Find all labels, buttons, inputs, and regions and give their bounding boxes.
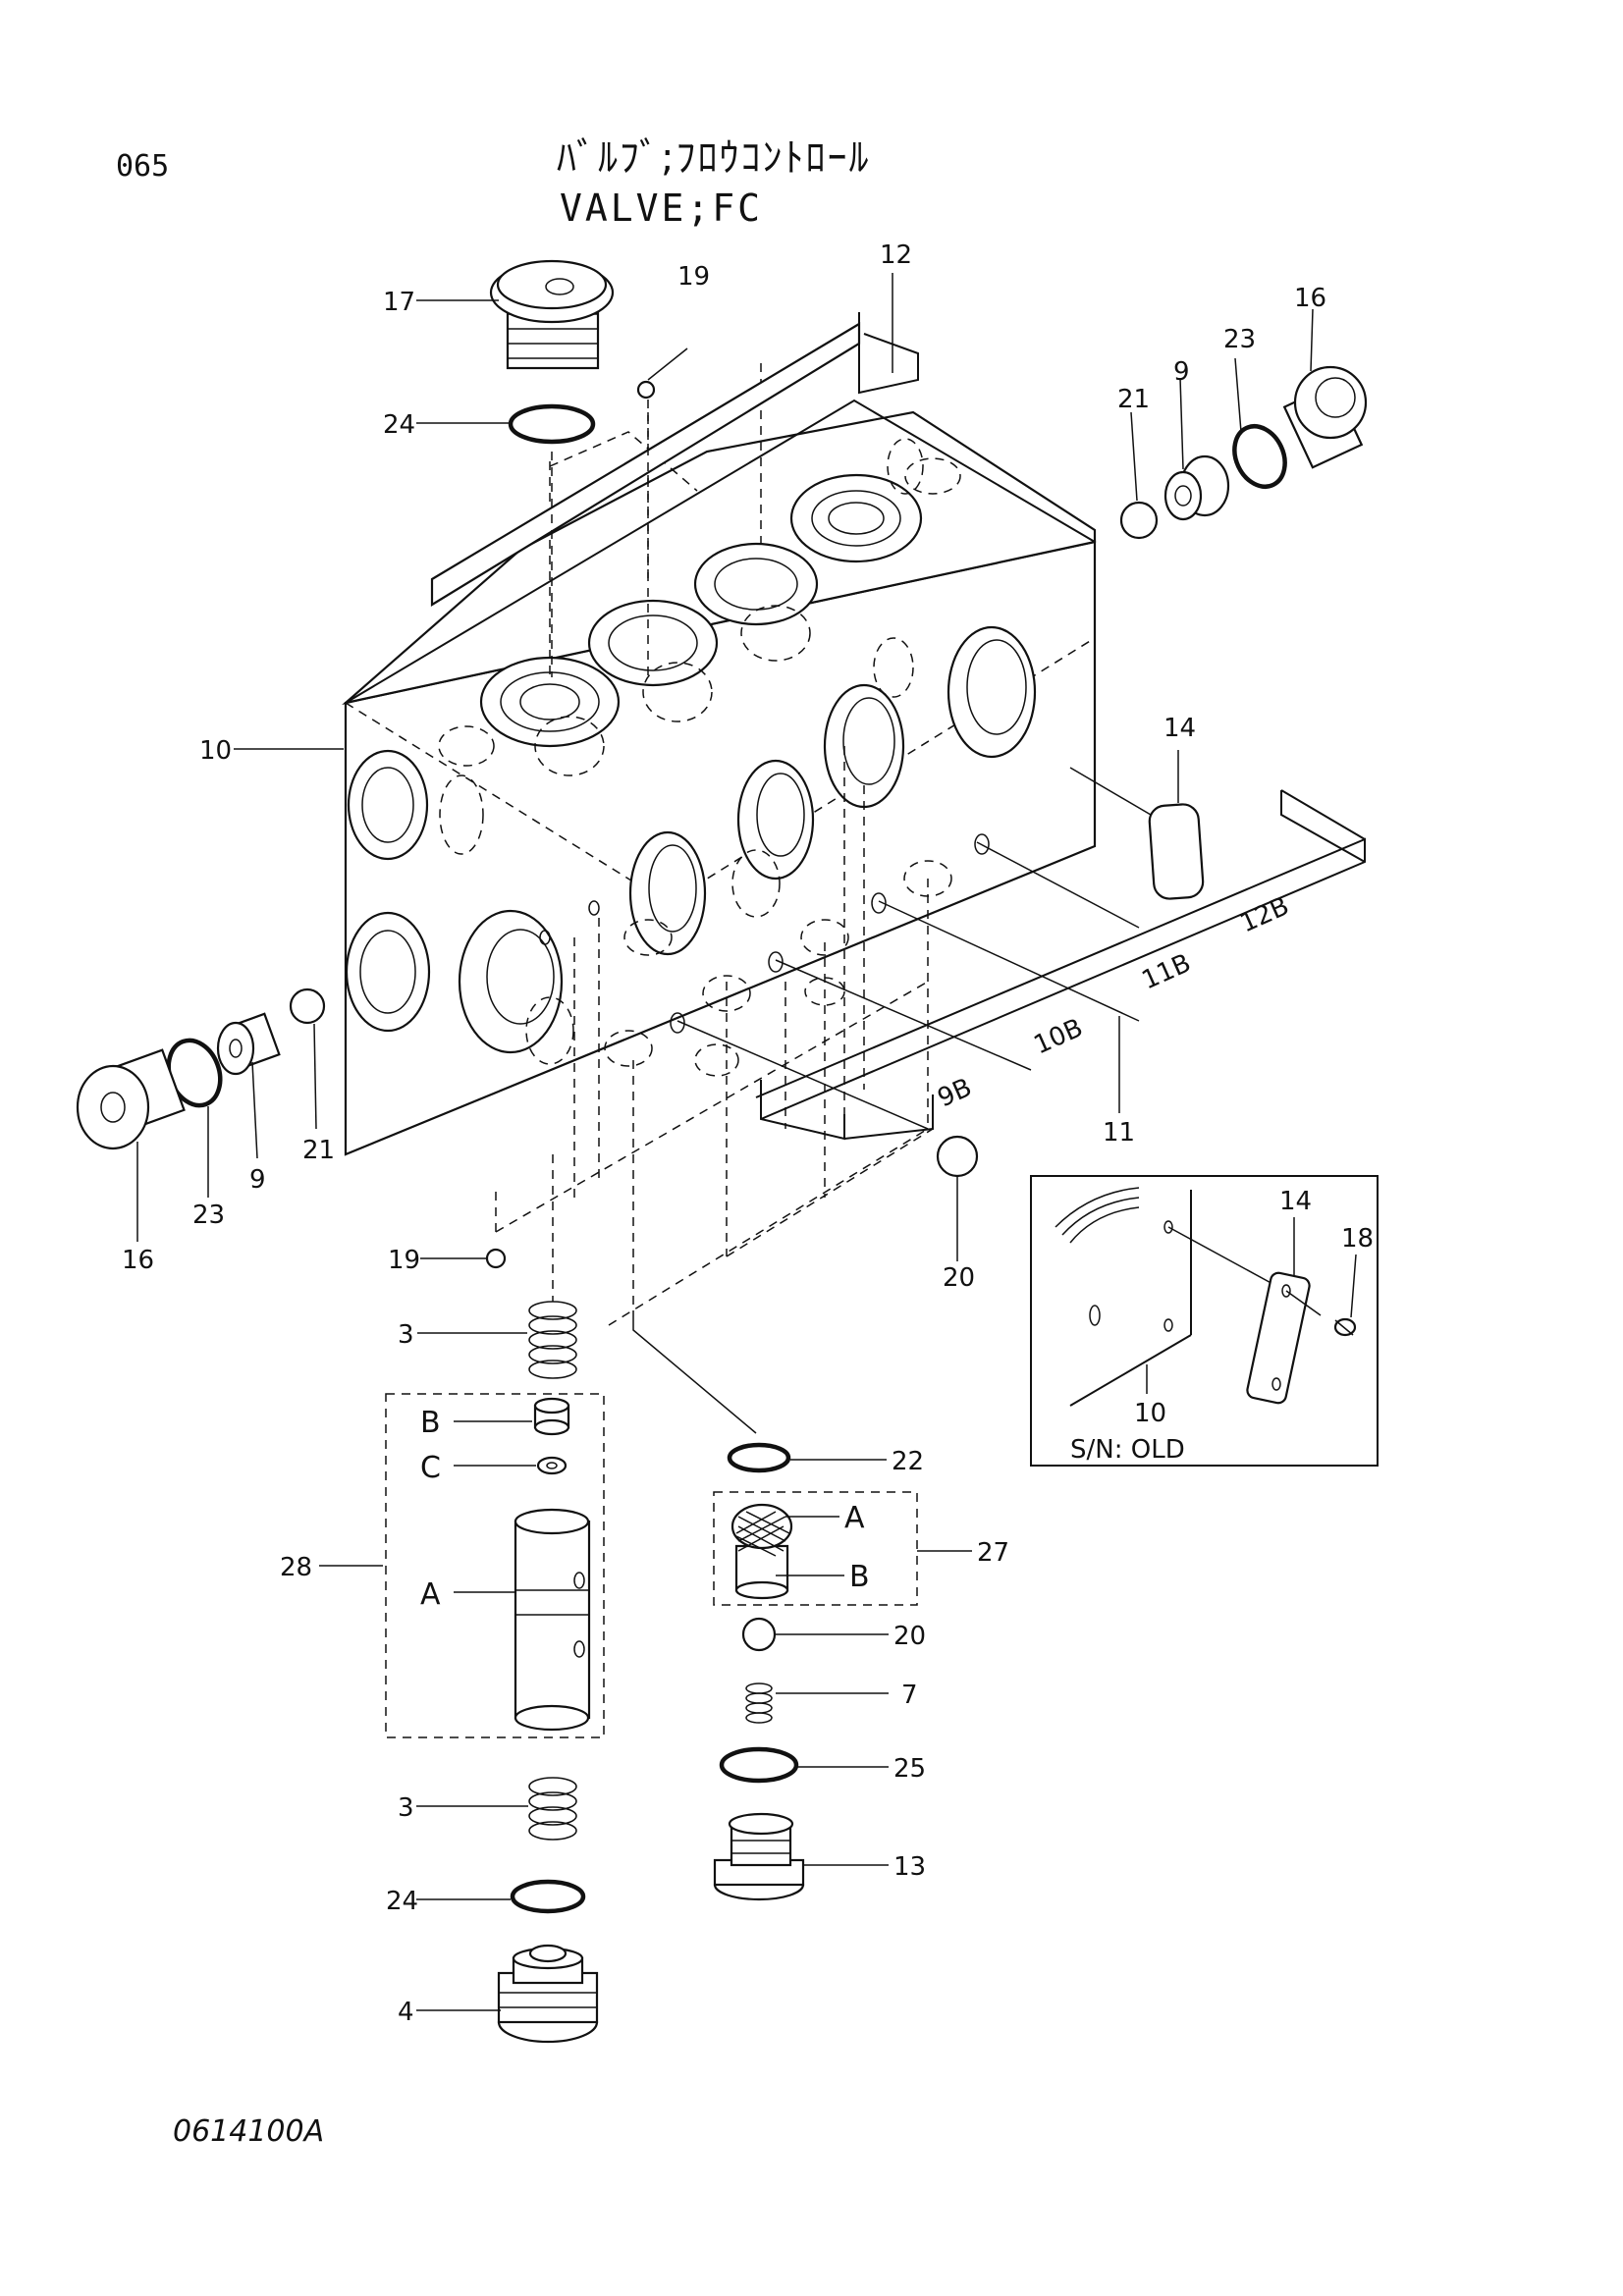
callout-28-b: B [420, 1406, 441, 1440]
callout-3-top: 3 [398, 1320, 414, 1350]
part-28-c [536, 1456, 568, 1475]
callout-23-right: 23 [1223, 325, 1256, 354]
callout-9-right: 9 [1173, 357, 1190, 387]
callout-13: 13 [893, 1852, 926, 1882]
ball-20-low [741, 1617, 777, 1652]
drawing-number: 0614100A [173, 2114, 325, 2149]
spring-3-bottom [528, 1777, 577, 1841]
inset-caption: S/N: OLD [1070, 1435, 1185, 1465]
plug-9-right [1163, 454, 1230, 521]
callout-19-top: 19 [677, 262, 710, 292]
ball-19-top [636, 380, 656, 400]
strainer-27 [730, 1503, 793, 1600]
callout-16-right: 16 [1294, 284, 1326, 313]
callout-16-left: 16 [122, 1246, 154, 1275]
ball-21-right [1119, 501, 1159, 540]
callout-labels: 17 24 19 12 16 23 9 21 10 14 11 16 23 9 … [122, 240, 1326, 2027]
callout-4: 4 [398, 1998, 414, 2027]
inset-old-serial [1030, 1175, 1379, 1467]
callout-28: 28 [280, 1553, 312, 1582]
spring-3-top [528, 1301, 577, 1379]
page-number: 065 [116, 149, 170, 184]
title-english: VALVE;FC [560, 187, 764, 230]
callout-7: 7 [901, 1681, 918, 1710]
callout-19-bottom: 19 [388, 1246, 420, 1275]
part-28-b [533, 1397, 570, 1436]
ball-21-left [289, 988, 326, 1025]
callout-14: 14 [1163, 714, 1196, 743]
leader-lines [136, 273, 1357, 2011]
title-japanese: ﾊﾞﾙﾌﾞ;ﾌﾛｳｺﾝﾄﾛｰﾙ [557, 135, 871, 181]
o-ring-24-bottom [510, 1879, 586, 1914]
port-label-12b: 12B [1236, 891, 1294, 938]
callout-20-mid: 20 [943, 1263, 975, 1293]
part-28-a [514, 1508, 591, 1732]
callout-21-right: 21 [1117, 385, 1150, 414]
plug-4 [497, 1944, 599, 2044]
callout-27: 27 [977, 1538, 1009, 1568]
o-ring-22 [727, 1442, 791, 1473]
plug-17 [489, 259, 615, 370]
o-ring-23-right [1232, 424, 1287, 489]
ball-19-bottom [485, 1248, 507, 1269]
inset-label-18: 18 [1341, 1224, 1374, 1254]
callout-28-a: A [420, 1577, 441, 1612]
inset-labels: 14 18 10 S/N: OLD [1070, 1187, 1374, 1465]
callout-24-bottom: 24 [386, 1887, 418, 1916]
callout-24-top: 24 [383, 410, 415, 440]
port-label-9b: 9B [934, 1073, 977, 1113]
plug-9-left [216, 1012, 281, 1076]
callout-21-left: 21 [302, 1136, 335, 1165]
plug-13 [713, 1812, 805, 1901]
callout-10: 10 [199, 736, 232, 766]
valve-body [342, 363, 1097, 1326]
callout-11: 11 [1103, 1118, 1135, 1148]
inset-label-10: 10 [1134, 1399, 1166, 1428]
callout-27-b: B [849, 1560, 870, 1594]
spring-7 [745, 1682, 773, 1724]
plug-16-right [1282, 365, 1368, 469]
o-ring-25 [719, 1746, 799, 1784]
callout-9-left: 9 [249, 1165, 266, 1195]
port-labels: 9B 10B 11B 12B [934, 891, 1294, 1113]
callout-12: 12 [880, 240, 912, 270]
ball-20-mid [936, 1135, 979, 1178]
callout-22: 22 [892, 1447, 924, 1476]
band-11-lower [755, 837, 1366, 1120]
callout-3-bottom: 3 [398, 1793, 414, 1823]
inset-label-14: 14 [1279, 1187, 1312, 1216]
callout-25: 25 [893, 1754, 926, 1784]
plug-16-left [76, 1048, 186, 1150]
callout-20-low: 20 [893, 1622, 926, 1651]
port-label-10b: 10B [1030, 1013, 1088, 1060]
band-12-tab [858, 312, 919, 395]
callout-27-a: A [844, 1501, 865, 1535]
callout-28-c: C [420, 1451, 441, 1485]
plate-14 [1148, 803, 1205, 900]
callout-17: 17 [383, 288, 415, 317]
assembly-27-box [713, 1491, 918, 1606]
callout-23-left: 23 [192, 1201, 225, 1230]
assembly-28-box [385, 1393, 605, 1738]
o-ring-24-top [508, 403, 596, 445]
